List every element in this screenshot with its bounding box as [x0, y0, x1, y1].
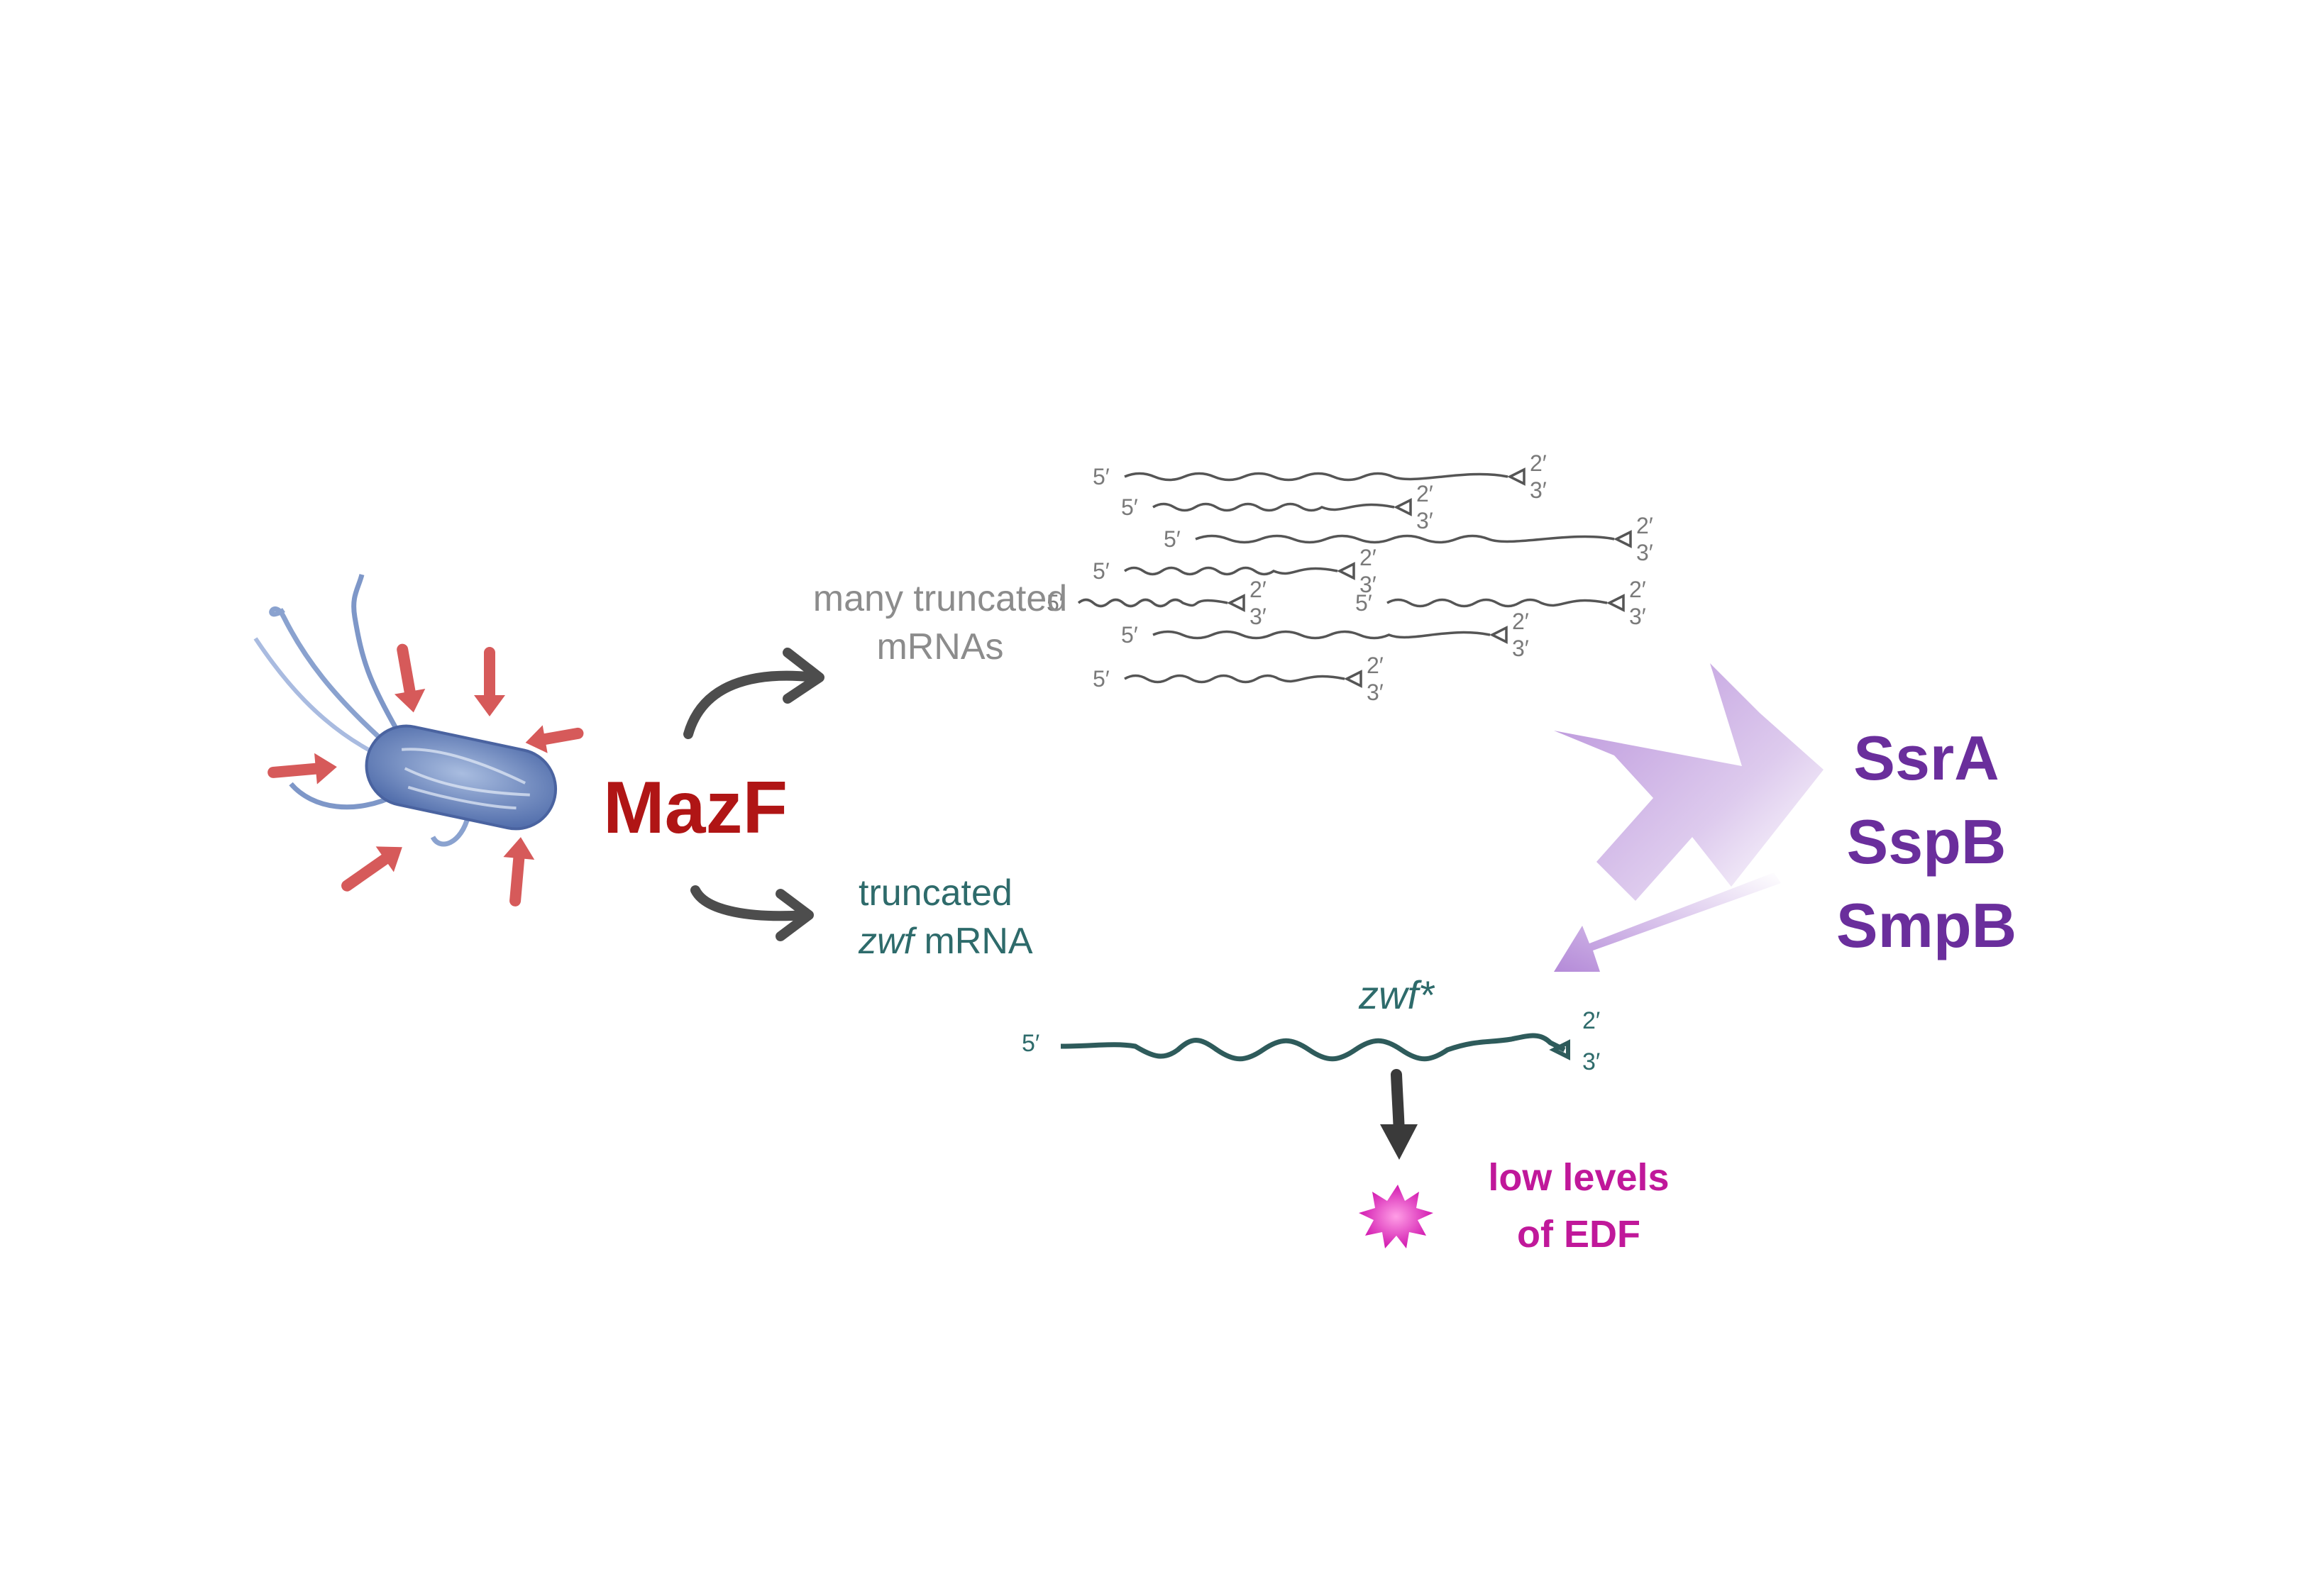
five-prime-label: 5′: [1093, 666, 1110, 692]
mrna-strand: [1195, 534, 1615, 544]
zwf-three-prime: 3′: [1582, 1048, 1600, 1075]
stress-arrows: [267, 643, 584, 907]
three-prime-label: 3′: [1249, 604, 1267, 629]
mrna-strand: [1124, 472, 1508, 482]
cyclic-phosphate-end: [1507, 467, 1526, 486]
zwf-five-prime: 5′: [1022, 1030, 1039, 1057]
zwf-two-prime: 2′: [1582, 1007, 1600, 1034]
cyclic-phosphate-end: [1606, 594, 1625, 612]
five-prime-label: 5′: [1093, 558, 1110, 584]
mrna-strand: [1152, 502, 1395, 512]
two-prime-label: 2′: [1530, 450, 1547, 476]
cyclic-phosphate-end: [1613, 530, 1632, 548]
cyclic-phosphate-end: [1344, 670, 1362, 688]
zwf-gene-name: zwf: [859, 921, 914, 962]
cyclic-phosphate-end: [1227, 594, 1245, 612]
five-prime-label: 5′: [1121, 622, 1138, 648]
factor-smpb: SmpB: [1836, 890, 2017, 960]
arrow-to-edf: [1380, 1069, 1418, 1160]
flagellum-3: [253, 637, 374, 754]
two-prime-label: 2′: [1636, 513, 1653, 538]
two-prime-label: 2′: [1512, 609, 1529, 634]
factor-ssra: SsrA: [1853, 723, 1999, 793]
cyclic-phosphate-end: [1337, 562, 1355, 580]
edf-line1: low levels: [1488, 1156, 1670, 1199]
two-prime-label: 2′: [1359, 545, 1377, 570]
flagellum-5: [430, 815, 471, 847]
flagellum-1: [269, 606, 382, 740]
truncated-mrna-strands: 5′2′3′5′2′3′5′2′3′5′2′3′5′2′3′5′2′3′5′2′…: [1047, 450, 1653, 705]
arrow-to-many-mrnas: [683, 648, 824, 739]
factor-sspb: SspB: [1846, 807, 2007, 877]
two-prime-label: 2′: [1416, 481, 1433, 506]
three-prime-label: 3′: [1636, 540, 1653, 565]
three-prime-label: 3′: [1512, 636, 1529, 661]
rescue-factors: SsrA SspB SmpB: [1820, 716, 2033, 968]
mrna-strand: [1124, 566, 1338, 576]
bacterium-cell: [365, 724, 558, 831]
truncated-word: truncated: [859, 872, 1013, 914]
three-prime-label: 3′: [1416, 508, 1433, 533]
five-prime-label: 5′: [1093, 464, 1110, 489]
zwf-mrna-line: [1060, 1033, 1566, 1062]
arrow-factors-to-many-mrnas: [1554, 663, 1824, 901]
arrow-factors-to-zwf: [1554, 872, 1781, 972]
zwf-star-label: zwf*: [1359, 972, 1434, 1017]
many-truncated-mrnas-label: many truncated mRNAs: [812, 578, 1068, 667]
three-prime-label: 3′: [1530, 477, 1547, 503]
low-levels-edf-label: low levels of EDF: [1447, 1149, 1710, 1263]
three-prime-label: 3′: [1629, 604, 1646, 629]
mrna-strand: [1386, 598, 1608, 608]
zwf-mrna-line-text: zwf mRNA: [859, 917, 1033, 965]
mrna-word: mRNA: [914, 921, 1033, 962]
five-prime-label: 5′: [1355, 590, 1372, 616]
two-prime-label: 2′: [1367, 653, 1384, 678]
two-prime-label: 2′: [1629, 577, 1646, 602]
three-prime-label: 3′: [1367, 680, 1384, 705]
mrna-strand: [1152, 630, 1491, 640]
mrna-strand: [1124, 674, 1345, 684]
cyclic-phosphate-end: [1394, 498, 1412, 516]
cyclic-phosphate-end: [1489, 626, 1508, 644]
three-prime-label: 3′: [1359, 572, 1377, 597]
two-prime-label: 2′: [1249, 577, 1267, 602]
flagellum-2: [351, 574, 400, 732]
five-prime-label: 5′: [1121, 494, 1138, 520]
bacterium-illustration: [253, 574, 558, 847]
flagellum-4: [289, 782, 399, 810]
edf-line2: of EDF: [1517, 1213, 1640, 1256]
edf-burst-icon: [1359, 1185, 1433, 1248]
truncated-zwf-mrna-label: truncated zwf mRNA: [859, 869, 1033, 965]
zwf-2-3-cyclic-end: [1549, 1039, 1570, 1060]
five-prime-label: 5′: [1164, 526, 1181, 552]
mrna-strand: [1077, 598, 1228, 608]
mazf-label: MazF: [603, 767, 788, 849]
five-prime-label: 5′: [1047, 590, 1064, 616]
zwf-star-strand: [1060, 1033, 1570, 1062]
arrow-to-zwf-mrna: [690, 885, 814, 941]
